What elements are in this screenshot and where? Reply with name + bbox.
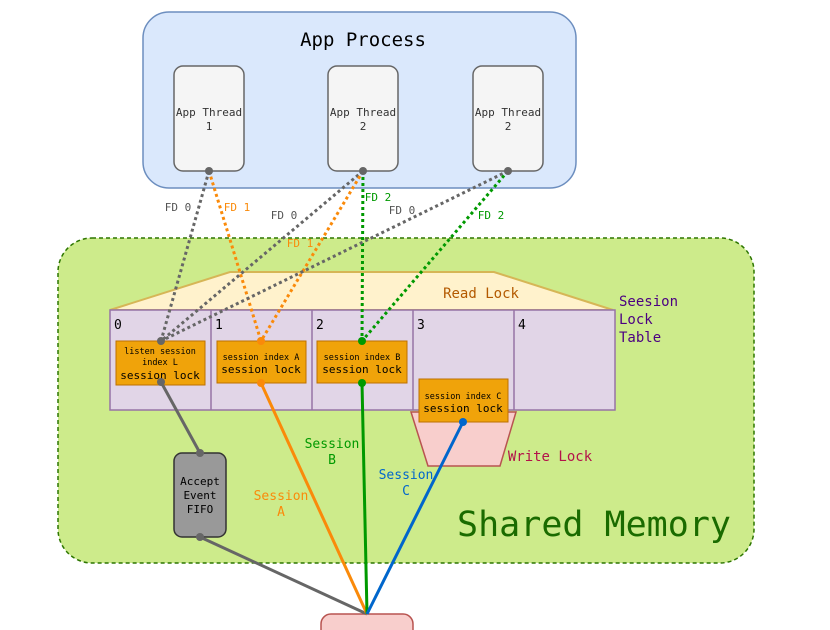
fifo-top-port [196, 449, 204, 457]
lock-a-index: session index A [223, 353, 300, 363]
fifo-line-3: FIFO [187, 503, 214, 516]
app-thread-2-number: 2 [360, 120, 367, 133]
table-cell-index-2: 2 [316, 318, 324, 333]
fd-label-t3-fd2: FD 2 [478, 209, 505, 222]
session-a-label-2: A [277, 505, 285, 520]
lock-listen-index: listen session [124, 347, 196, 357]
lock-c-bottom-port [459, 418, 467, 426]
fd-label-t3-fd0: FD 0 [389, 204, 416, 217]
shared-memory-title: Shared Memory [457, 505, 731, 545]
session-c-line [365, 421, 465, 615]
app-process-title: App Process [300, 29, 426, 51]
table-cell-index-4: 4 [518, 318, 526, 333]
fd-line-t3-fd0 [160, 169, 509, 343]
lock-box-listen: listen session index L session lock [115, 340, 206, 386]
session-c-label-1: Session [379, 468, 434, 483]
table-cell-index-3: 3 [417, 318, 425, 333]
lock-box-a: session index A session lock [216, 340, 307, 384]
fd-connections [159, 169, 510, 343]
lock-listen-label: session lock [120, 369, 200, 382]
session-a-line [259, 382, 369, 615]
fd-label-t2-fd1: FD 1 [287, 237, 314, 250]
app-thread-2-label: App Thread [330, 106, 396, 119]
session-a-label-1: Session [254, 489, 309, 504]
accept-event-fifo: Accept Event FIFO [173, 452, 227, 538]
app-thread-1-number: 1 [206, 120, 213, 133]
app-thread-3-number: 2 [505, 120, 512, 133]
fd-line-t2-fd2 [360, 170, 365, 342]
session-b-label-1: Session [305, 437, 360, 452]
lock-a-top-port [257, 337, 265, 345]
thread-2-port [359, 167, 367, 175]
fd-label-t2-fd0: FD 0 [271, 209, 298, 222]
fd-label-t1-fd1: FD 1 [224, 201, 251, 214]
lock-a-bottom-port [257, 379, 265, 387]
app-thread-3: App Thread 2 [472, 65, 544, 172]
read-lock-label: Read Lock [443, 286, 519, 302]
thread-3-port [504, 167, 512, 175]
app-thread-2: App Thread 2 [327, 65, 399, 172]
lock-b-bottom-port [358, 379, 366, 387]
write-lock-label: Write Lock [508, 449, 593, 465]
lock-listen-index-2: index L [142, 358, 178, 368]
table-cell-index-1: 1 [215, 318, 223, 333]
table-label-line-2: Lock [619, 312, 653, 328]
table-label-line-1: Seesion [619, 294, 678, 310]
session-b-line [360, 382, 369, 615]
fd-line-t3-fd2 [360, 170, 510, 342]
lock-b-label: session lock [322, 363, 402, 376]
app-thread-1-label: App Thread [176, 106, 242, 119]
lock-box-c: session index C session lock [418, 378, 509, 423]
fifo-to-listen-line [159, 381, 202, 454]
lock-c-label: session lock [423, 402, 503, 415]
lock-a-label: session lock [221, 363, 301, 376]
lock-b-top-port [358, 337, 366, 345]
session-b-label-2: B [328, 453, 336, 468]
lock-listen-top-port [157, 337, 165, 345]
lock-listen-bottom-port [157, 378, 165, 386]
app-thread-3-label: App Thread [475, 106, 541, 119]
fd-label-t2-fd2: FD 2 [365, 191, 392, 204]
fifo-to-endpoint-line [199, 535, 368, 616]
session-c-label-2: C [402, 484, 410, 499]
table-label-line-3: Table [619, 330, 661, 346]
table-cell-index-0: 0 [114, 318, 122, 333]
lock-b-index: session index B [324, 353, 401, 363]
fd-label-t1-fd0: FD 0 [165, 201, 192, 214]
fifo-bottom-port [196, 533, 204, 541]
fifo-line-1: Accept [180, 475, 220, 488]
fd-line-t2-fd0 [160, 169, 364, 343]
lock-c-index: session index C [425, 392, 502, 402]
fifo-line-2: Event [183, 489, 216, 502]
lock-box-b: session index B session lock [316, 340, 408, 384]
app-thread-1: App Thread 1 [173, 65, 245, 172]
thread-1-port [205, 167, 213, 175]
bottom-endpoint-box [320, 613, 414, 630]
